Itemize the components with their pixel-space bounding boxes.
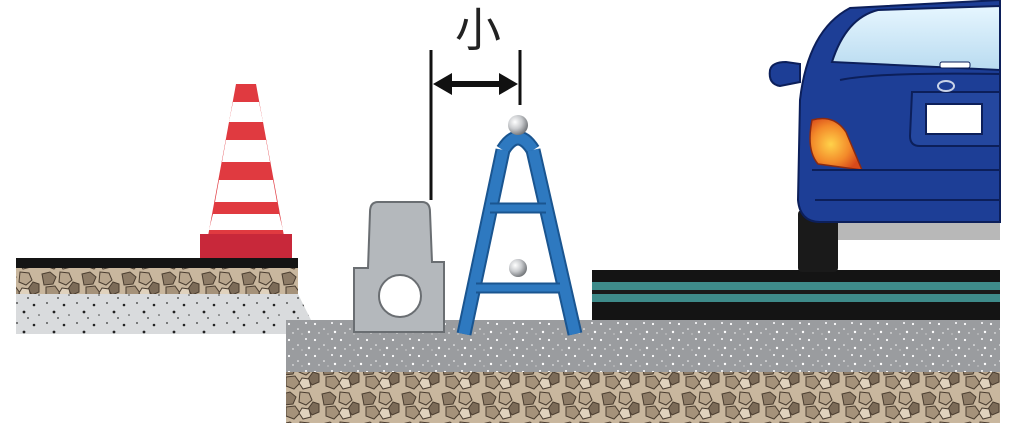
lower-ground <box>286 320 1000 423</box>
traffic-cone-icon <box>200 84 292 258</box>
a-frame-barrier-icon <box>456 115 583 336</box>
gap-size-label: 小 <box>455 3 501 57</box>
concrete-block-icon <box>353 201 445 333</box>
gap-dimension-marker <box>429 50 522 200</box>
road-pavement <box>592 270 1000 320</box>
car-rear-icon <box>768 0 1001 272</box>
barrier-mid-ball-icon <box>509 259 527 277</box>
barrier-top-ball-icon <box>508 115 528 135</box>
left-sidewalk <box>16 258 318 334</box>
